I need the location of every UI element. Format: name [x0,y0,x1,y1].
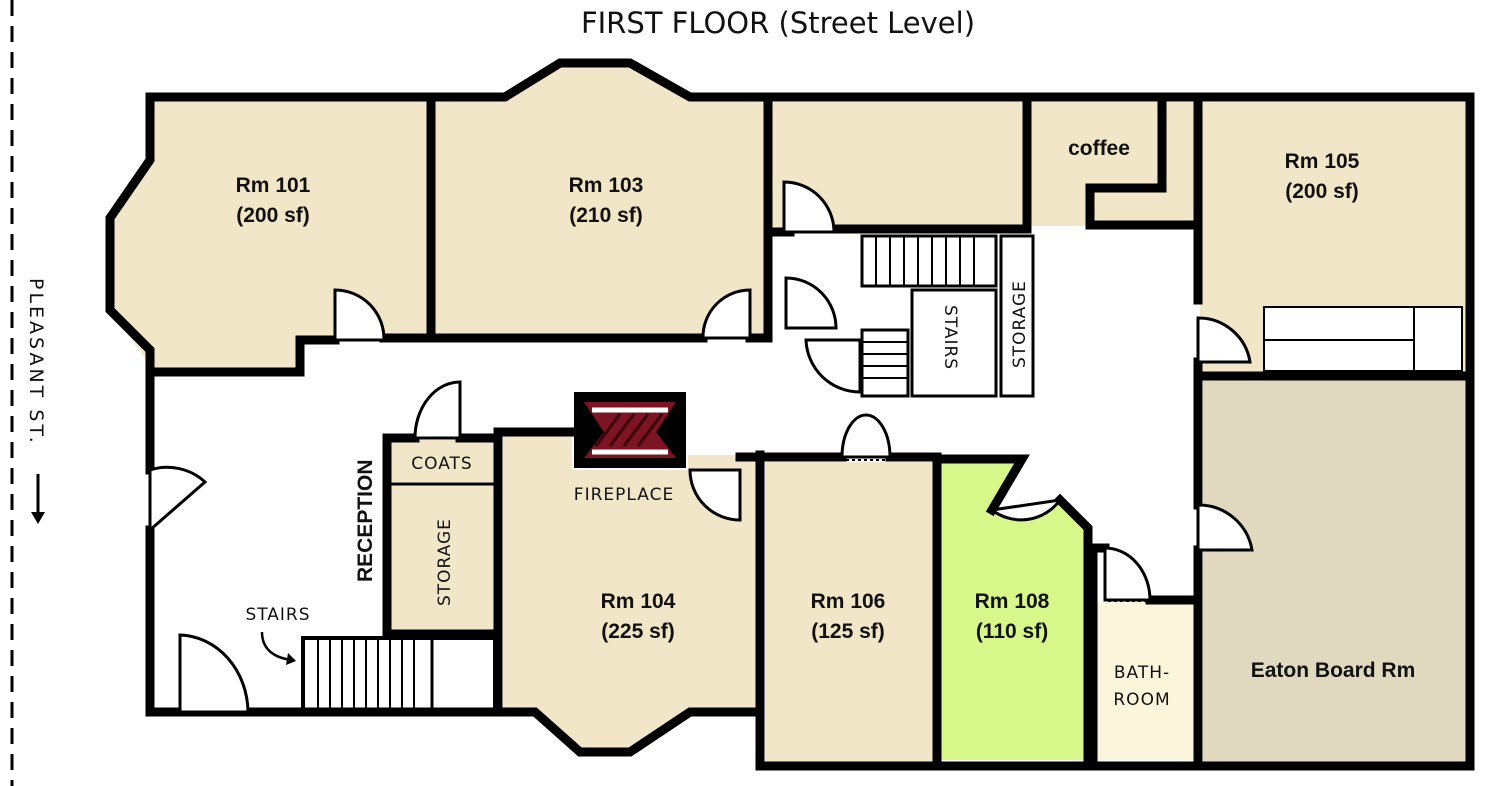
room-103[interactable]: Rm 103 (210 sf) [433,66,765,335]
bathroom[interactable]: BATH- ROOM [1093,602,1196,760]
door-bathroom[interactable] [1103,546,1152,602]
entry-stairs-label: STAIRS [245,605,310,625]
fireplace: FIREPLACE [574,392,686,505]
room-105-area: (200 sf) [1285,180,1359,203]
door-room-103[interactable] [701,288,752,340]
room-105-shelving [1263,306,1463,372]
bathroom-label-line1: BATH- [1114,663,1170,683]
door-stair-upper[interactable] [784,276,838,330]
door-room-104[interactable] [688,468,742,522]
upper-middle-room [772,102,1024,232]
door-street-entrance[interactable] [148,465,208,534]
door-entry-lower[interactable] [178,633,250,714]
bathroom-label-line2: ROOM [1113,690,1170,710]
doors [148,180,1254,714]
door-room-101[interactable] [333,288,386,342]
room-106-name: Rm 106 [811,590,886,613]
door-board-room[interactable] [1196,503,1254,552]
fireplace-label: FIREPLACE [574,485,674,505]
room-108-name: Rm 108 [975,590,1050,613]
reception-storage: STORAGE [390,484,495,632]
stair-storage-label: STORAGE [1010,280,1030,368]
central-stairs-label: STAIRS [940,305,960,370]
stairs-pointer-arrowhead-icon [286,653,296,665]
coats-label: COATS [411,454,472,474]
room-104-area: (225 sf) [601,620,675,643]
room-104[interactable]: Rm 104 (225 sf) [503,436,757,752]
door-room-105[interactable] [1196,316,1252,364]
door-stair-lower[interactable] [804,338,862,394]
coffee-room[interactable]: coffee [1030,102,1196,226]
room-108-area: (110 sf) [976,620,1048,643]
room-103-name: Rm 103 [569,174,644,197]
door-upper-middle[interactable] [782,180,836,234]
door-room-108[interactable] [988,497,1064,522]
coffee-room-name: coffee [1068,137,1130,160]
street-arrow-icon [31,474,45,524]
reception-label: RECEPTION [354,459,377,582]
entry-stairs[interactable]: STAIRS [245,605,497,712]
room-106-area: (125 sf) [811,620,885,643]
room-103-area: (210 sf) [569,204,643,227]
street-name: PLEASANT ST. [25,278,47,446]
door-coats[interactable] [413,380,462,440]
room-106[interactable]: Rm 106 (125 sf) [765,462,935,762]
room-104-name: Rm 104 [601,590,676,613]
room-108[interactable]: Rm 108 (110 sf) [940,462,1085,760]
room-105-name: Rm 105 [1285,150,1360,173]
stair-storage: STORAGE [999,234,1035,398]
room-101-area: (200 sf) [236,204,310,227]
eaton-board-room[interactable]: Eaton Board Rm [1203,378,1467,762]
coats-closet: COATS [390,440,495,482]
floor-title: FIRST FLOOR (Street Level) [581,6,975,40]
door-room-106[interactable] [840,413,892,459]
board-room-name: Eaton Board Rm [1251,659,1416,682]
central-stairs[interactable]: STAIRS [860,234,998,398]
reception-storage-label: STORAGE [435,518,455,606]
room-101-name: Rm 101 [236,174,311,197]
